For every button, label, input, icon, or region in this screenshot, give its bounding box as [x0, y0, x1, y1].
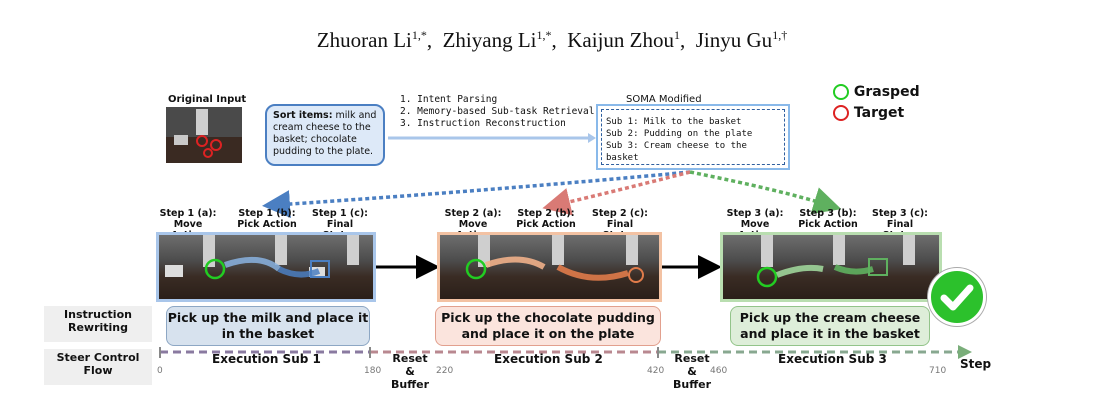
- success-check-icon: [928, 268, 986, 326]
- original-input-title: Original Input: [168, 94, 247, 105]
- grasped-circle-icon: [833, 84, 849, 100]
- rewrite-box-3: Pick up the cream cheese and place it in…: [730, 306, 930, 346]
- instruction-speech-bubble: Sort items: milk and cream cheese to the…: [265, 104, 385, 166]
- tick-0: 0: [157, 366, 163, 376]
- reset-buffer-2: Reset&Buffer: [672, 352, 711, 391]
- tick-420: 420: [647, 366, 665, 376]
- tick-180: 180: [364, 366, 382, 376]
- stage2-scene-image: [465, 235, 644, 283]
- stage3-scene-image: [756, 235, 915, 288]
- step2b-label: Step 2 (b):Pick Action: [516, 208, 576, 230]
- steer-control-flow-label: Steer Control Flow: [44, 349, 152, 385]
- exec-sub-1-label: Execution Sub 1: [212, 352, 321, 366]
- tick-460: 460: [710, 366, 728, 376]
- step1b-label: Step 1 (b):Pick Action: [237, 208, 297, 230]
- exec-sub-3-label: Execution Sub 3: [778, 352, 887, 366]
- reset-buffer-1: Reset&Buffer: [390, 352, 429, 391]
- sub3-dotted-arrow: [689, 170, 842, 215]
- tick-220: 220: [436, 366, 454, 376]
- author-1: Zhuoran Li1,*,: [316, 28, 438, 52]
- speech-bold: Sort items:: [273, 110, 333, 121]
- soma-sub-3: Sub 3: Cream cheese to the basket: [606, 141, 747, 163]
- soma-sub-2: Sub 2: Pudding on the plate: [606, 129, 753, 139]
- legend-target: Target: [833, 105, 904, 121]
- author-4: Jinyu Gu1,†: [695, 28, 788, 52]
- stage1-scene-image: [165, 235, 359, 280]
- instruction-rewriting-label: Instruction Rewriting: [44, 306, 152, 342]
- sub1-dotted-arrow: [262, 170, 691, 219]
- target-circle-icon: [833, 105, 849, 121]
- exec-sub-2-label: Execution Sub 2: [494, 352, 603, 366]
- original-scene-image: [166, 107, 242, 163]
- speech-text: milk and cream cheese to the basket; cho…: [273, 110, 377, 157]
- author-3: Kaijun Zhou1,: [567, 28, 691, 52]
- pipeline-step-1: 1. Intent Parsing: [400, 94, 498, 105]
- soma-sub-1: Sub 1: Milk to the basket: [606, 117, 742, 127]
- soma-box: Sub 1: Milk to the basket Sub 2: Pudding…: [596, 104, 790, 170]
- soma-title: SOMA Modified: [626, 94, 702, 105]
- pipeline-steps: 1. Intent Parsing 2. Memory-based Sub-ta…: [400, 94, 594, 130]
- rewrite-box-2: Pick up the chocolate pudding and place …: [435, 306, 661, 346]
- step-axis-arrowhead: [958, 345, 972, 359]
- rewrite-box-1: Pick up the milk and place it in the bas…: [166, 306, 370, 346]
- sub2-dotted-arrow: [542, 170, 691, 216]
- pipeline-step-3: 3. Instruction Reconstruction: [400, 118, 566, 129]
- author-2: Zhiyang Li1,*,: [442, 28, 563, 52]
- author-line: Zhuoran Li1,*, Zhiyang Li1,*, Kaijun Zho…: [0, 28, 1104, 53]
- pipeline-step-2: 2. Memory-based Sub-task Retrieval: [400, 106, 595, 117]
- step-axis-label: Step: [960, 357, 992, 371]
- tick-710: 710: [929, 366, 947, 376]
- original-input-scene: [166, 107, 242, 163]
- stage3-scene-panel: [720, 232, 942, 302]
- stage2-scene-panel: [437, 232, 662, 302]
- stage1-scene-panel: [156, 232, 376, 302]
- legend-grasped: Grasped: [833, 84, 920, 100]
- step3b-label: Step 3 (b):Pick Action: [798, 208, 858, 230]
